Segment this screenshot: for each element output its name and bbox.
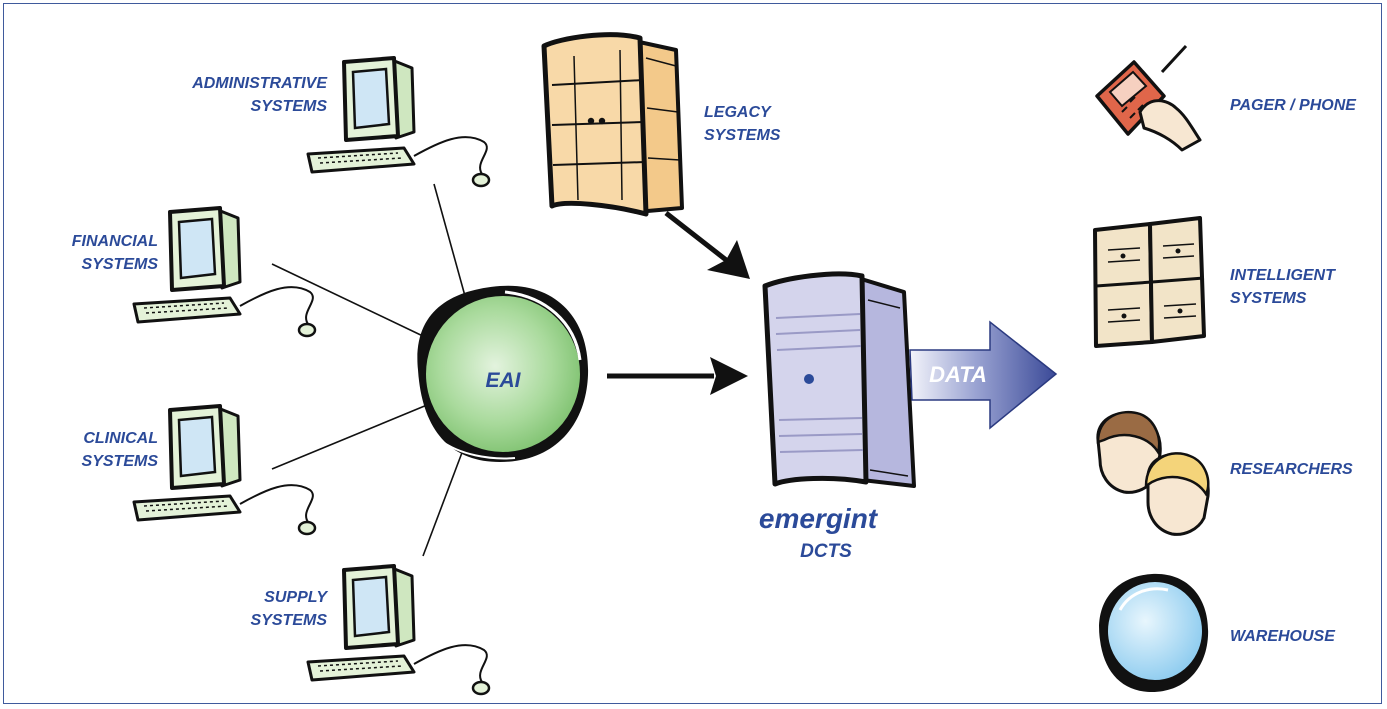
- source-label-financial-1: FINANCIAL: [72, 233, 158, 250]
- legacy-server-icon: [541, 32, 684, 217]
- source-label-supply-2: SYSTEMS: [251, 612, 328, 629]
- people-icon: [1096, 410, 1210, 536]
- source-label-supply-1: SUPPLY: [264, 589, 328, 606]
- legacy-label-2: SYSTEMS: [704, 127, 781, 144]
- dest-label-researchers: RESEARCHERS: [1230, 461, 1353, 478]
- database-icon: [1099, 573, 1209, 692]
- source-label-admin-1: ADMINISTRATIVE: [191, 75, 328, 92]
- dcts-server-icon: [762, 271, 916, 488]
- brand-logo-text: emergint: [759, 503, 879, 534]
- dest-label-warehouse: WAREHOUSE: [1230, 628, 1336, 645]
- eai-hub: EAI: [417, 285, 589, 462]
- dest-label-intelligent-1: INTELLIGENT: [1230, 267, 1336, 284]
- link-supply-eai: [422, 441, 467, 557]
- supply-computer-icon: [306, 564, 491, 696]
- cabinet-icon: [1093, 216, 1206, 348]
- admin-computer-icon: [306, 56, 491, 188]
- eai-label: EAI: [485, 369, 521, 392]
- data-arrow: DATA: [909, 320, 1058, 430]
- source-label-admin-2: SYSTEMS: [251, 98, 328, 115]
- source-label-financial-2: SYSTEMS: [82, 256, 159, 273]
- legacy-to-dcts-arrow: [664, 211, 750, 279]
- dest-label-intelligent-2: SYSTEMS: [1230, 290, 1307, 307]
- clinical-computer-icon: [132, 404, 317, 536]
- link-clinical-eai: [271, 404, 428, 470]
- diagram-border: [3, 3, 1382, 704]
- source-label-clinical-2: SYSTEMS: [82, 453, 159, 470]
- dcts-label: DCTS: [800, 541, 852, 562]
- phone-icon: [1095, 44, 1202, 152]
- link-financial-eai: [271, 263, 428, 339]
- eai-to-dcts-arrow: [607, 357, 748, 395]
- legacy-label-1: LEGACY: [704, 104, 772, 121]
- source-label-clinical-1: CLINICAL: [83, 430, 158, 447]
- link-admin-eai: [433, 183, 466, 297]
- dest-label-phone: PAGER / PHONE: [1230, 97, 1357, 114]
- data-arrow-label: DATA: [929, 362, 987, 387]
